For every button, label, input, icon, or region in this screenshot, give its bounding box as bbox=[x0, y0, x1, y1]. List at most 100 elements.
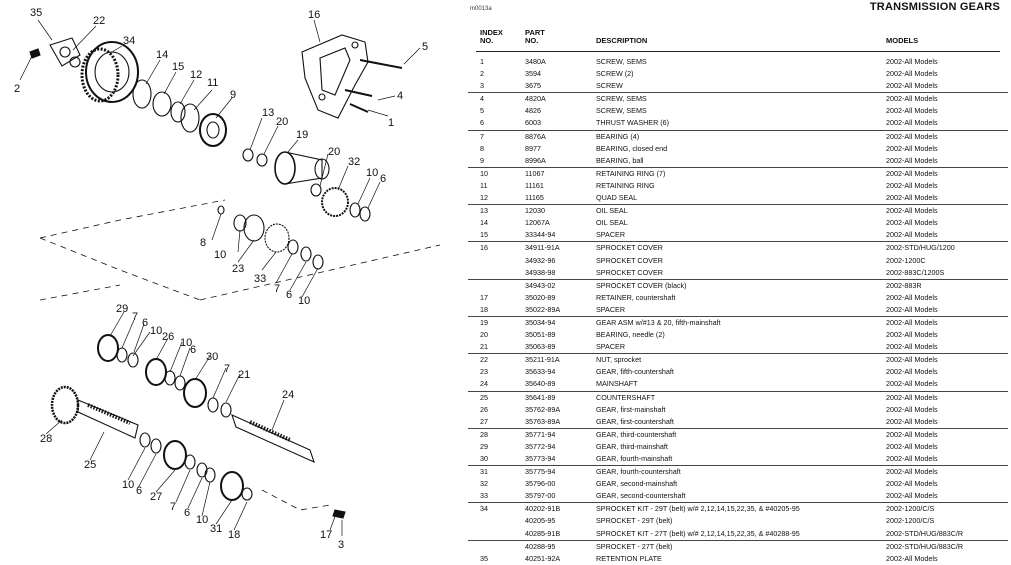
exploded-parts-diagram: 35 22 2 34 14 15 12 11 9 16 5 4 1 13 20 … bbox=[14, 7, 441, 551]
description-cell: GEAR, second-mainshaft bbox=[596, 479, 678, 489]
models-cell: 2002-All Models bbox=[886, 467, 938, 477]
callout-label: 11 bbox=[207, 77, 218, 89]
models-cell: 2002-All Models bbox=[886, 292, 938, 302]
part-number-cell: 12067A bbox=[525, 218, 550, 228]
description-cell: MAINSHAFT bbox=[596, 379, 638, 389]
part-number-cell: 40205-95 bbox=[525, 516, 556, 526]
models-cell: 2002-All Models bbox=[886, 342, 938, 352]
callout-label: 10 bbox=[150, 325, 162, 337]
description-cell: OIL SEAL bbox=[596, 218, 628, 228]
callout-label: 21 bbox=[238, 369, 250, 381]
part-number-cell: 34938-98 bbox=[525, 267, 556, 277]
part-number-cell: 35641-89 bbox=[525, 392, 556, 402]
models-cell: 2002-883R bbox=[886, 280, 922, 290]
index-cell: 16 bbox=[480, 243, 488, 253]
part-number-cell: 8977 bbox=[525, 143, 541, 153]
callout-label: 27 bbox=[150, 491, 162, 503]
models-cell: 2002-All Models bbox=[886, 367, 938, 377]
callout-label: 6 bbox=[142, 317, 148, 329]
models-cell: 2002-All Models bbox=[886, 304, 938, 314]
part-number-cell: 35775-94 bbox=[525, 467, 556, 477]
description-cell: SPROCKET - 27T (belt) bbox=[596, 541, 673, 551]
callout-label: 31 bbox=[210, 523, 222, 535]
models-cell: 2002-All Models bbox=[886, 193, 938, 203]
part-number-cell: 35797-00 bbox=[525, 491, 556, 501]
header-models: MODELS bbox=[886, 36, 919, 45]
index-cell: 33 bbox=[480, 491, 488, 501]
models-cell: 2002-All Models bbox=[886, 94, 938, 104]
part-number-cell: 40202-91B bbox=[525, 504, 561, 514]
callout-label: 10 bbox=[366, 167, 378, 179]
callout-label: 30 bbox=[206, 351, 218, 363]
callout-label: 20 bbox=[276, 116, 288, 128]
callout-label: 20 bbox=[328, 146, 340, 158]
description-cell: SPROCKET KIT - 27T (belt) w/# 2,12,14,15… bbox=[596, 528, 800, 538]
description-cell: SCREW, SEMS bbox=[596, 106, 647, 116]
part-number-cell: 35633-94 bbox=[525, 367, 556, 377]
description-cell: GEAR, fourth-mainshaft bbox=[596, 454, 673, 463]
index-cell: 28 bbox=[480, 429, 488, 439]
part-number-cell: 4826 bbox=[525, 106, 541, 116]
callout-label: 2 bbox=[14, 83, 20, 95]
models-cell: 2002-All Models bbox=[886, 404, 938, 414]
description-cell: SPROCKET COVER bbox=[596, 243, 663, 253]
part-number-cell: 35640-89 bbox=[525, 379, 556, 389]
models-cell: 2002-All Models bbox=[886, 69, 938, 79]
index-cell: 7 bbox=[480, 131, 484, 141]
fifth-gear-drawing bbox=[274, 151, 330, 185]
index-cell: 20 bbox=[480, 330, 488, 340]
callout-label: 13 bbox=[262, 107, 274, 119]
callout-label: 10 bbox=[122, 479, 134, 491]
part-number-cell: 3480A bbox=[525, 57, 546, 66]
models-cell: 2002-STD/HUG/883C/R bbox=[886, 528, 964, 538]
description-cell: SPROCKET - 29T (belt) bbox=[596, 516, 673, 526]
models-cell: 2002-All Models bbox=[886, 118, 938, 128]
index-cell: 14 bbox=[480, 218, 488, 228]
header-index: INDEX NO. bbox=[480, 28, 503, 45]
part-number-cell: 12030 bbox=[525, 206, 545, 216]
index-cell: 18 bbox=[480, 304, 488, 314]
part-number-cell: 35020-89 bbox=[525, 292, 556, 302]
description-cell: OIL SEAL bbox=[596, 206, 628, 216]
models-cell: 2002-All Models bbox=[886, 81, 938, 91]
callout-label: 7 bbox=[132, 311, 138, 323]
description-cell: SPROCKET COVER bbox=[596, 267, 663, 277]
part-number-cell: 34911-91A bbox=[525, 243, 560, 253]
index-cell: 3 bbox=[480, 81, 484, 91]
index-cell: 5 bbox=[480, 106, 484, 116]
retention-plate-drawing bbox=[29, 37, 81, 68]
description-cell: SPROCKET KIT - 29T (belt) w/# 2,12,14,15… bbox=[596, 504, 800, 514]
index-cell: 21 bbox=[480, 342, 488, 352]
models-cell: 2002-All Models bbox=[886, 57, 938, 66]
index-cell: 26 bbox=[480, 404, 488, 414]
callout-label: 3 bbox=[338, 539, 344, 551]
callout-label: 9 bbox=[230, 89, 236, 101]
models-cell: 2002-1200/C/S bbox=[886, 516, 935, 526]
callout-label: 6 bbox=[380, 173, 386, 185]
callout-label: 7 bbox=[170, 501, 176, 513]
part-number-cell: 8996A bbox=[525, 155, 546, 165]
models-cell: 2002-All Models bbox=[886, 429, 938, 439]
index-cell: 8 bbox=[480, 143, 484, 153]
index-cell: 13 bbox=[480, 206, 488, 216]
models-cell: 2002-All Models bbox=[886, 317, 938, 327]
description-cell: RETAINING RING (7) bbox=[596, 168, 666, 178]
mainshaft-drawing bbox=[231, 413, 315, 464]
part-number-cell: 35762-89A bbox=[525, 404, 561, 414]
description-cell: GEAR, second-countershaft bbox=[596, 491, 686, 501]
